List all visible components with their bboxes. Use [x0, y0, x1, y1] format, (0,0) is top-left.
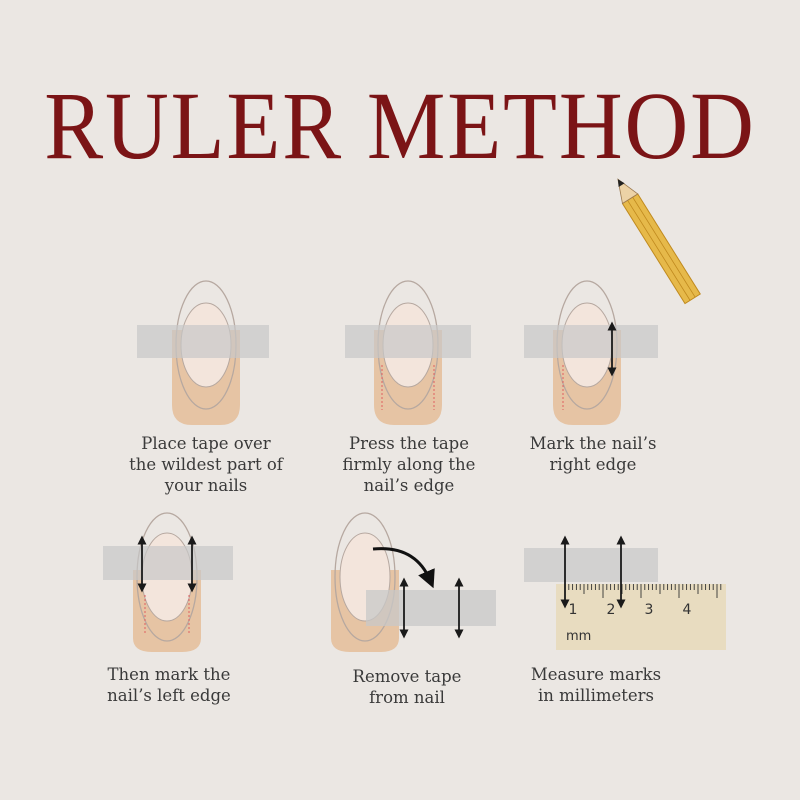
tape-icon [366, 590, 496, 626]
step4-illustration [103, 512, 233, 652]
finger-icon [133, 512, 201, 652]
page-title: RULER METHOD [44, 72, 756, 179]
step2-illustration [345, 280, 471, 425]
tape-icon [524, 548, 658, 582]
ruler-icon: mm 1 2 3 4 [556, 584, 726, 650]
step1-caption: Place tape over the wildest part of your… [129, 434, 283, 495]
step5-caption: Remove tape from nail [352, 667, 462, 707]
ruler-number: 1 [569, 602, 578, 618]
tape-icon [345, 325, 471, 358]
tape-icon [137, 325, 269, 358]
step3-illustration [524, 178, 701, 425]
step6-caption: Measure marks in millimeters [530, 665, 662, 705]
ruler-number: 2 [607, 602, 616, 618]
ruler-unit: mm [566, 629, 591, 644]
ruler-number: 3 [645, 602, 654, 618]
tape-icon [524, 325, 658, 358]
step3-caption: Mark the nail’s right edge [529, 434, 657, 474]
step1-illustration [137, 280, 269, 425]
ruler-number: 4 [683, 602, 692, 618]
step6-illustration: mm 1 2 3 4 [524, 535, 726, 650]
finger-icon [331, 512, 399, 652]
step2-caption: Press the tape firmly along the nail’s e… [342, 434, 476, 495]
step4-caption: Then mark the nail’s left edge [107, 665, 231, 705]
pencil-icon [617, 178, 701, 305]
tape-icon [103, 546, 233, 580]
arrow-icon [372, 547, 435, 589]
step5-illustration [331, 512, 496, 652]
